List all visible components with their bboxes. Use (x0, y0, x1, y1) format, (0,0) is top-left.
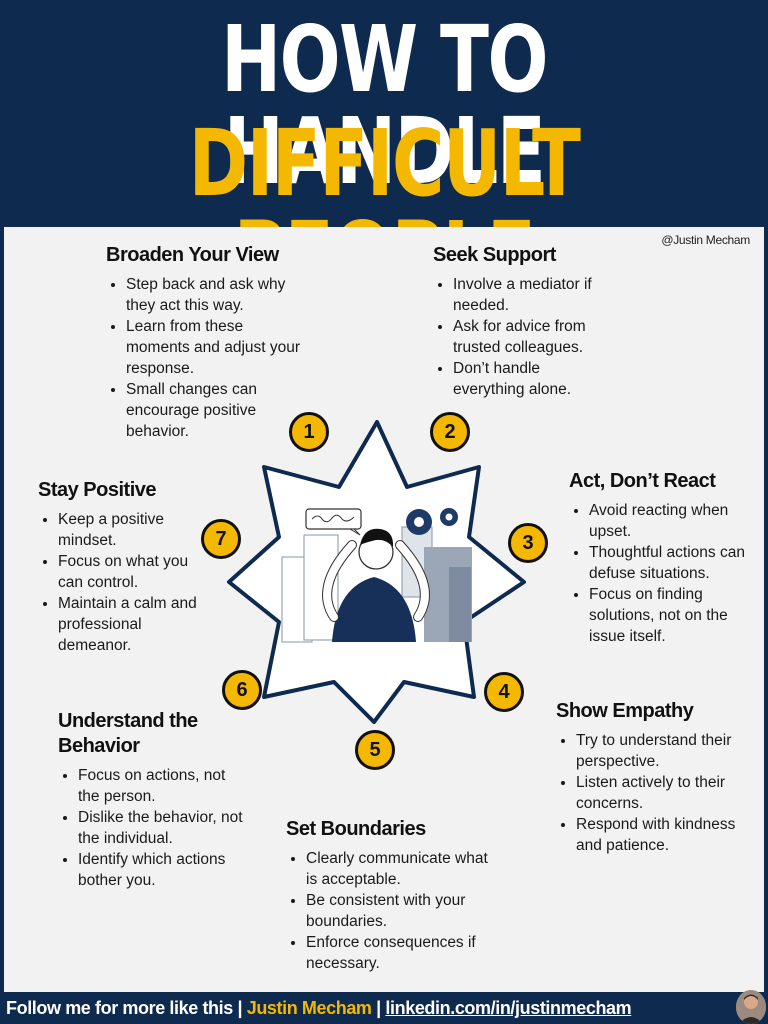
starburst-outline (227, 420, 526, 724)
avatar (736, 990, 766, 1024)
section-act-dont-react: Act, Don’t React Avoid reacting when ups… (569, 469, 749, 647)
list-item: Small changes can encourage positive beh… (126, 379, 306, 442)
list-item: Maintain a calm and professional demeano… (58, 593, 198, 656)
list-item: Respond with kindness and patience. (576, 814, 736, 856)
list-item: Don’t handle everything alone. (453, 358, 613, 400)
stressed-person-illustration (322, 528, 430, 642)
list-item: Thoughtful actions can defuse situations… (589, 542, 749, 584)
list-item: Try to understand their perspective. (576, 730, 736, 772)
footer-prefix: Follow me for more like this | (6, 998, 243, 1018)
section-title: Act, Don’t React (569, 470, 716, 492)
footer-bar: Follow me for more like this | Justin Me… (0, 992, 768, 1024)
list-item: Dislike the behavior, not the individual… (78, 807, 248, 849)
section-title: Set Boundaries (286, 818, 426, 840)
step-badge-6: 6 (222, 670, 262, 710)
section-set-boundaries: Set Boundaries Clearly communicate what … (286, 817, 501, 974)
footer-separator: | (376, 998, 381, 1018)
content-panel: @Justin Mecham (4, 227, 764, 992)
step-badge-7: 7 (201, 519, 241, 559)
list-item: Focus on finding solutions, not on the i… (589, 584, 749, 647)
section-broaden-your-view: Broaden Your View Step back and ask why … (106, 243, 306, 442)
list-item: Clearly communicate what is acceptable. (306, 848, 501, 890)
author-credit: @Justin Mecham (661, 233, 750, 247)
list-item: Focus on actions, not the person. (78, 765, 248, 807)
section-title: Broaden Your View (106, 244, 279, 266)
list-item: Keep a positive mindset. (58, 509, 198, 551)
list-item: Identify which actions bother you. (78, 849, 248, 891)
section-show-empathy: Show Empathy Try to understand their per… (556, 699, 736, 856)
gear-icon (406, 508, 458, 535)
step-badge-3: 3 (508, 523, 548, 563)
step-badge-2: 2 (430, 412, 470, 452)
header: HOW TO HANDLE DIFFICULT PEOPLE (0, 0, 768, 302)
speech-bubble-icon (305, 508, 362, 536)
step-badge-5: 5 (355, 730, 395, 770)
section-stay-positive: Stay Positive Keep a positive mindset. F… (38, 478, 198, 656)
section-title: Understand the Behavior (58, 710, 198, 757)
title-line-1: HOW TO HANDLE (221, 6, 548, 205)
list-item: Be consistent with your boundaries. (306, 890, 501, 932)
central-illustration (227, 420, 526, 724)
step-badge-1: 1 (289, 412, 329, 452)
section-understand-the-behavior: Understand the Behavior Focus on actions… (58, 709, 248, 891)
footer-linkedin-link[interactable]: linkedin.com/in/justinmecham (385, 998, 632, 1018)
list-item: Involve a mediator if needed. (453, 274, 613, 316)
list-item: Learn from these moments and adjust your… (126, 316, 306, 379)
list-item: Enforce consequences if necessary. (306, 932, 501, 974)
list-item: Focus on what you can control. (58, 551, 198, 593)
section-title: Show Empathy (556, 700, 694, 722)
section-seek-support: Seek Support Involve a mediator if neede… (433, 243, 613, 400)
list-item: Avoid reacting when upset. (589, 500, 749, 542)
step-badge-4: 4 (484, 672, 524, 712)
list-item: Step back and ask why they act this way. (126, 274, 306, 316)
footer-author-name[interactable]: Justin Mecham (246, 998, 372, 1018)
section-title: Stay Positive (38, 479, 157, 501)
section-title: Seek Support (433, 244, 556, 266)
list-item: Ask for advice from trusted colleagues. (453, 316, 613, 358)
list-item: Listen actively to their concerns. (576, 772, 736, 814)
